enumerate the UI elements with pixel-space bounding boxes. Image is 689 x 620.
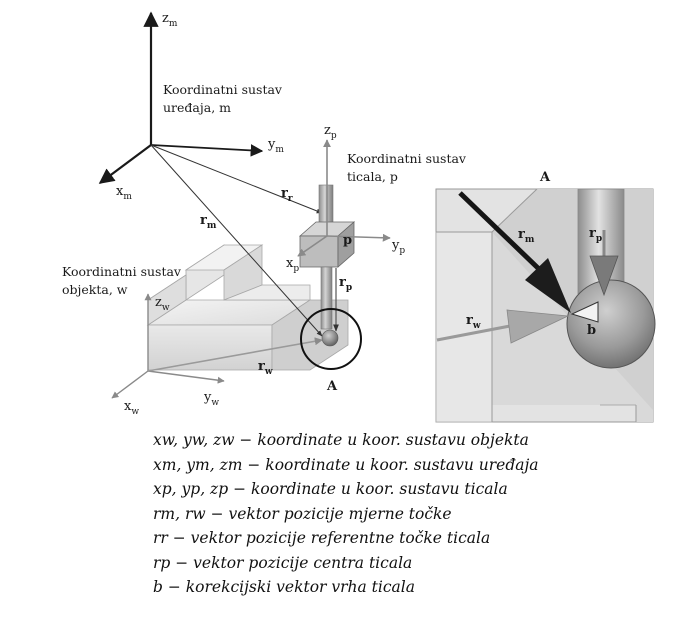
probe-origin-label: p — [343, 233, 352, 248]
zw-label: zw — [155, 295, 170, 313]
zp-label: zp — [324, 123, 337, 141]
legend-row: b − korekcijski vektor vrha ticala — [153, 578, 415, 596]
legend: xw, yw, zw − koordinate u koor. sustavu … — [153, 428, 653, 600]
rr-vector — [150, 144, 323, 214]
probe-frame: zp yp xp p Koordinatni sustav ticala, p — [286, 123, 470, 274]
rp-label: rp — [339, 275, 352, 293]
point-a-label: A — [326, 379, 338, 394]
rw-label: rw — [258, 359, 273, 377]
object-frame: zw yw xw Koordinatni sustav objekta, w — [62, 264, 225, 417]
xw-label: xw — [124, 399, 139, 417]
legend-row: xw, yw, zw − koordinate u koor. sustavu … — [153, 431, 529, 449]
detail-rp-label: rp — [589, 226, 602, 244]
detail-title: A — [539, 170, 551, 185]
yw-axis — [147, 370, 225, 384]
device-frame: zm ym xm Koordinatni sustav uređaja, m — [98, 11, 286, 202]
rw-vector — [147, 337, 323, 372]
zm-label: zm — [162, 11, 178, 29]
detail-inset: A rm rp rw b — [435, 170, 656, 423]
yp-axis — [326, 233, 391, 242]
object-frame-caption: Koordinatni sustav objekta, w — [62, 264, 185, 297]
yw-label: yw — [203, 390, 219, 408]
xm-axis — [98, 144, 152, 184]
probe — [298, 184, 356, 347]
ym-label: ym — [267, 137, 284, 155]
detail-b-label: b — [587, 323, 596, 338]
legend-row: rp − vektor pozicije centra ticala — [153, 553, 413, 572]
rm-vector — [150, 144, 323, 337]
yp-label: yp — [391, 238, 405, 256]
detail-rw-label: rw — [466, 313, 481, 331]
ym-axis — [150, 144, 264, 157]
device-frame-caption: Koordinatni sustav uređaja, m — [163, 82, 286, 115]
xm-label: xm — [116, 184, 132, 202]
legend-row: xm, ym, zm − koordinate u koor. sustavu … — [153, 455, 539, 474]
xw-axis — [111, 370, 149, 399]
rr-label: rr — [281, 186, 293, 204]
xp-label: xp — [286, 256, 299, 274]
legend-row: rm, rw − vektor pozicije mjerne točke — [153, 504, 452, 523]
xp-axis — [297, 235, 328, 257]
legend-row: xp, yp, zp − koordinate u koor. sustavu … — [153, 480, 508, 498]
probe-frame-caption: Koordinatni sustav ticala, p — [347, 151, 470, 184]
rm-label: rm — [200, 213, 217, 231]
detail-rm-label: rm — [518, 227, 535, 245]
detail-circle — [300, 308, 362, 370]
legend-row: rr − vektor pozicije referentne točke ti… — [153, 529, 491, 547]
